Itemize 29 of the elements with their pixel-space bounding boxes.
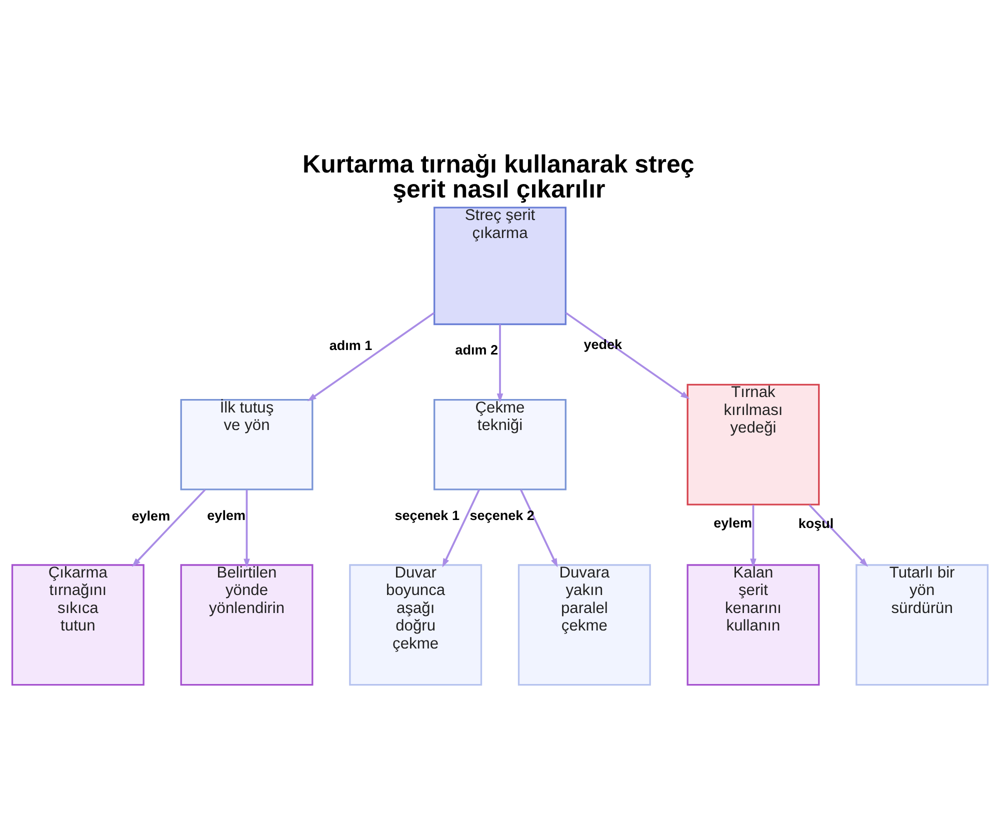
edge-label: seçenek 2: [470, 508, 534, 523]
arrow: [132, 488, 206, 566]
node-box: Tırnak kırılması yedeği: [686, 383, 820, 505]
edge-label: yedek: [584, 336, 622, 352]
arrow: [442, 488, 480, 567]
node-box: İlk tutuş ve yön: [180, 398, 314, 490]
node-box: Çekme tekniği: [434, 398, 566, 490]
arrow: [520, 488, 558, 567]
edge-label: eylem: [714, 514, 752, 530]
arrow: [307, 312, 435, 401]
edge-label: adım 2: [455, 342, 498, 357]
node-box: Streç şerit çıkarma: [434, 206, 566, 325]
arrow: [496, 324, 504, 402]
arrow: [244, 489, 250, 568]
node-box: Duvara yakın paralel çekme: [518, 564, 651, 686]
arrow: [565, 312, 690, 399]
edge-label: seçenek 1: [394, 508, 460, 523]
node-box: Kalan şerit kenarını kullanın: [686, 564, 820, 686]
arrow: [750, 504, 756, 568]
node-box: Duvar boyunca aşağı doğru çekme: [349, 564, 482, 686]
diagram-title: Kurtarma tırnağı kullanarak streç şerit nasıl çıkarılır: [302, 150, 694, 203]
node-box: Çıkarma tırnağını sıkıca tutun: [11, 564, 144, 686]
edge-label: eylem: [132, 508, 170, 523]
node-box: Belirtilen yönde yönlendirin: [180, 564, 314, 686]
arrow: [808, 504, 868, 566]
node-box: Tutarlı bir yön sürdürün: [856, 564, 989, 686]
edge-label: eylem: [207, 507, 246, 522]
edge-label: koşul: [798, 516, 834, 531]
edge-label: adım 1: [329, 337, 372, 352]
